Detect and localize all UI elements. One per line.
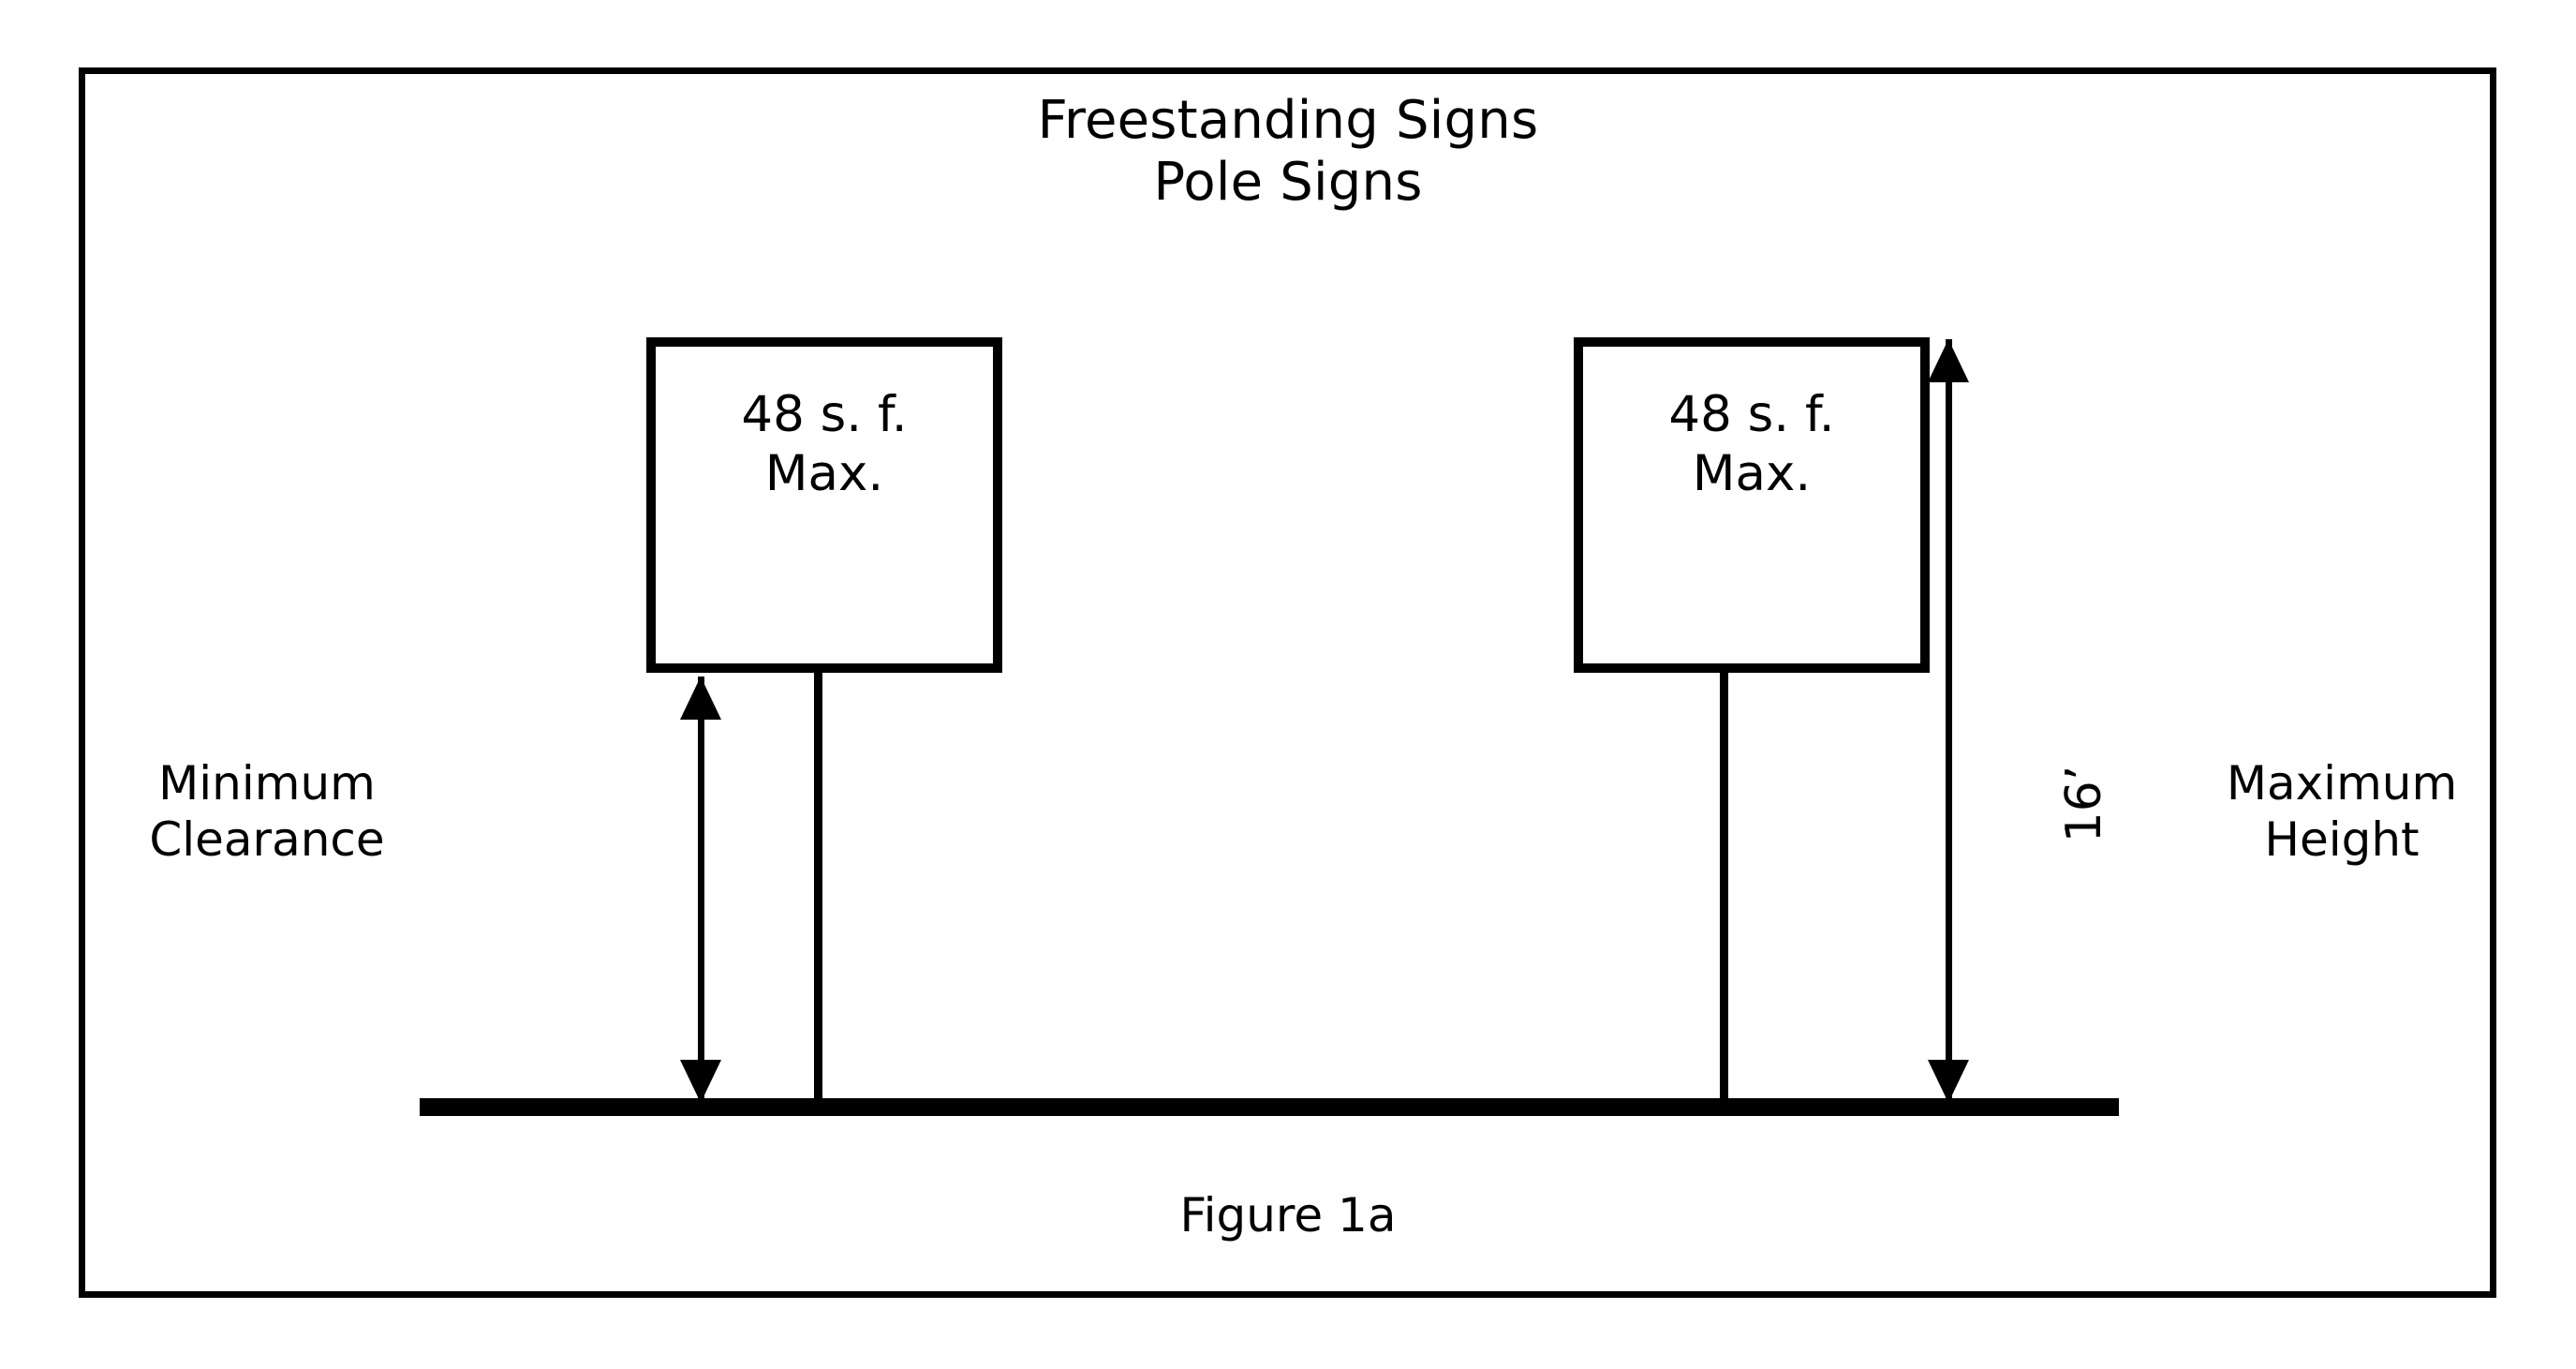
sign-panel-left: 48 s. f. Max. [646, 337, 1002, 673]
clearance-dimension-arrow [673, 677, 729, 1103]
clearance-arrowhead-up-icon [680, 677, 721, 720]
minimum-clearance-label: Minimum Clearance [56, 755, 478, 868]
figure-border [79, 67, 2496, 1298]
sign-left-area-label: 48 s. f. [741, 386, 908, 443]
height-dimension-arrow [1920, 339, 1976, 1103]
height-arrow-shaft [1946, 339, 1952, 1103]
sign-panel-left-text: 48 s. f. Max. [656, 386, 993, 503]
maximum-height-label: Maximum Height [2154, 755, 2529, 868]
sign-left-limit-label: Max. [764, 444, 884, 502]
height-dimension-value: 16’ [2056, 765, 2112, 843]
maximum-height-line-1: Maximum [2226, 756, 2458, 811]
sign-panel-right: 48 s. f. Max. [1574, 337, 1930, 673]
title-line-secondary: Pole Signs [1153, 151, 1423, 213]
sign-pole-left [814, 667, 822, 1108]
sign-right-limit-label: Max. [1692, 444, 1812, 502]
minimum-clearance-line-2: Clearance [149, 812, 385, 867]
sign-right-area-label: 48 s. f. [1668, 386, 1835, 443]
height-arrowhead-up-icon [1928, 339, 1969, 382]
sign-panel-right-text: 48 s. f. Max. [1583, 386, 1920, 503]
title-line-primary: Freestanding Signs [1037, 90, 1539, 151]
clearance-arrowhead-down-icon [680, 1060, 721, 1103]
figure-title: Freestanding Signs Pole Signs [0, 90, 2576, 213]
sign-pole-right [1720, 667, 1728, 1108]
height-arrowhead-down-icon [1928, 1060, 1969, 1103]
clearance-arrow-shaft [698, 677, 704, 1103]
minimum-clearance-line-1: Minimum [158, 756, 376, 811]
ground-line [420, 1098, 2119, 1116]
figure-caption: Figure 1a [1179, 1188, 1397, 1243]
maximum-height-line-2: Height [2264, 812, 2420, 867]
